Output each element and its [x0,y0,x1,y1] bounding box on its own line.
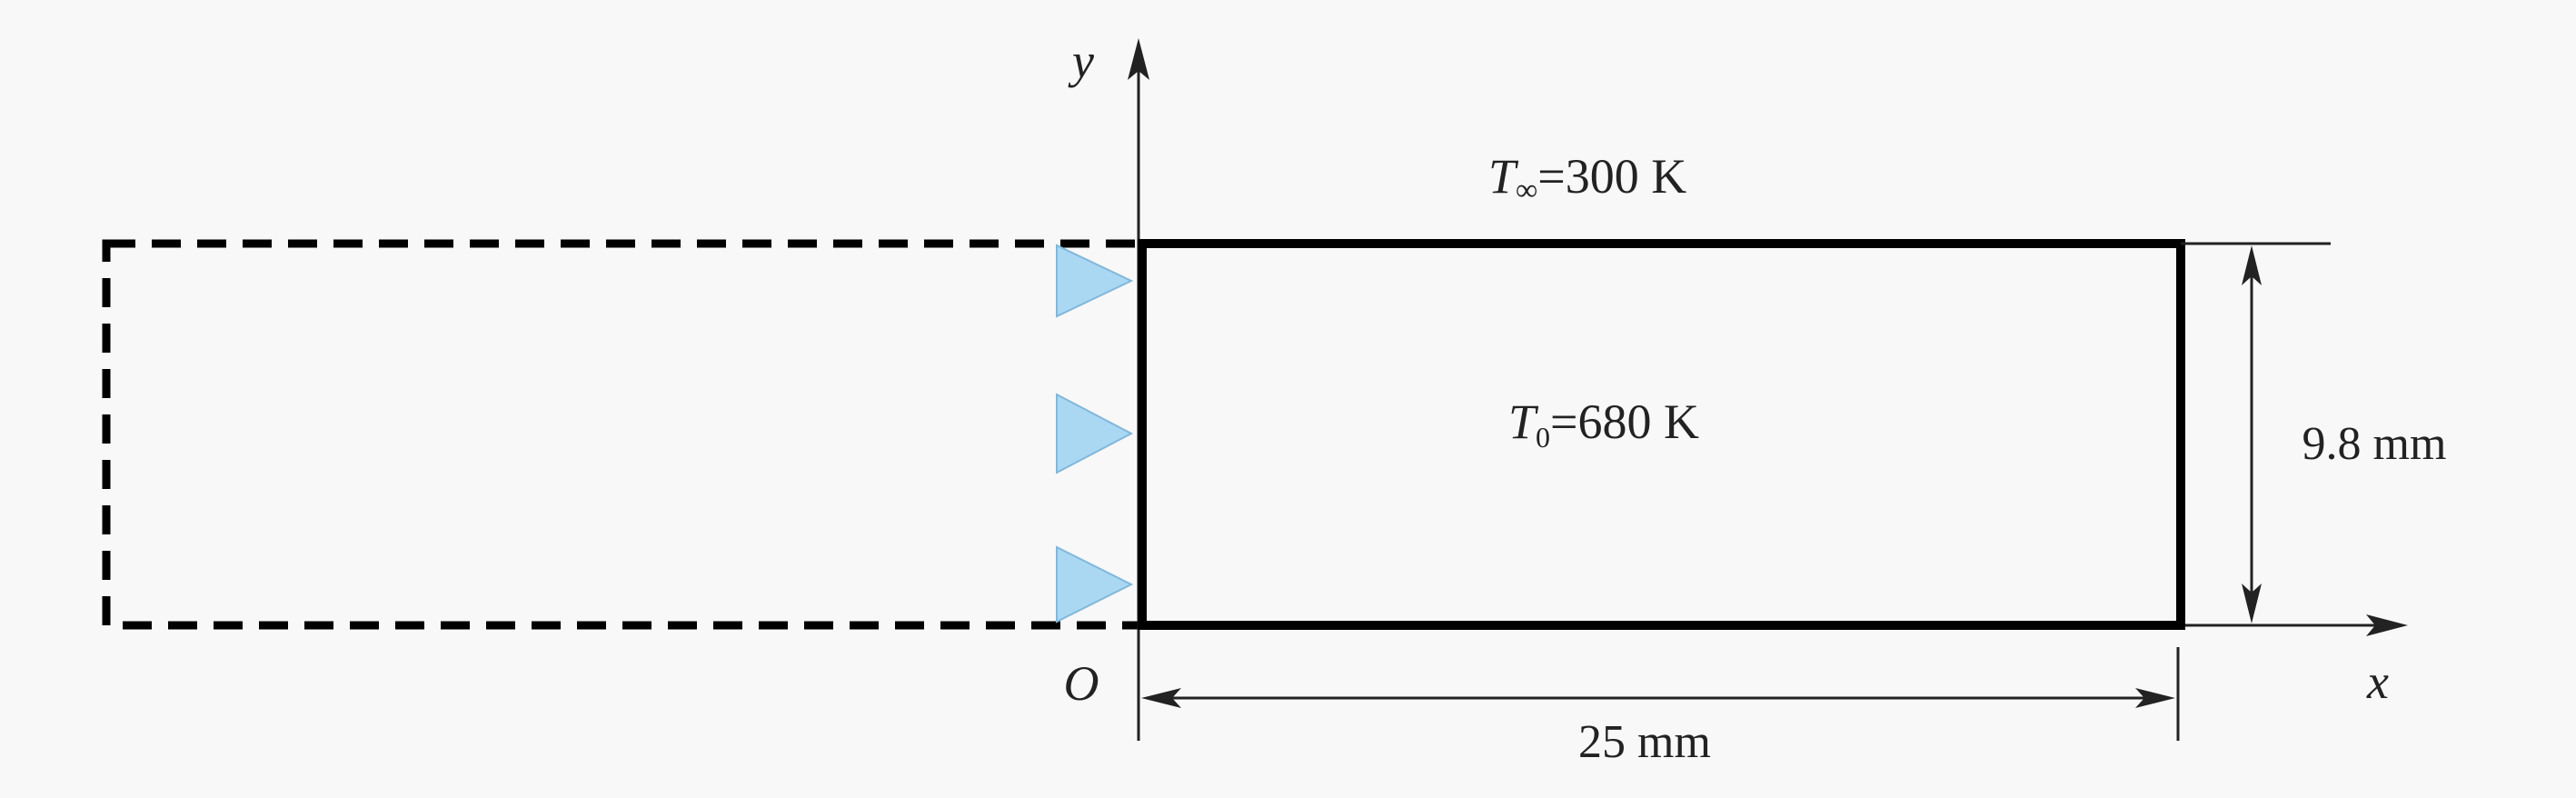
height-dimension-arrow-bottom [2242,584,2262,623]
y-axis-arrowhead [1128,38,1149,80]
initial-temperature-value: =680 K [1550,394,1699,449]
symmetry-support-triangle [1056,545,1134,623]
initial-temperature-label: T0=680 K [1508,394,1699,454]
initial-temperature-symbol: T [1508,394,1539,449]
ambient-temperature-subscript: ∞ [1516,174,1537,207]
initial-temperature-subscript: 0 [1536,421,1550,454]
width-dimension-arrow-left [1141,688,1181,708]
width-dimension-label: 25 mm [1578,716,1711,768]
symmetry-support-triangle [1056,244,1134,318]
x-axis-arrowhead [2366,614,2408,636]
solid-domain [1138,239,2185,630]
symmetry-support-triangle [1056,393,1134,474]
x-axis-label: x [2366,654,2389,709]
symmetry-supports [1056,244,1134,623]
height-dimension-label: 9.8 mm [2302,418,2447,470]
ambient-temperature-value: =300 K [1537,149,1686,204]
y-axis-label: y [1068,34,1094,88]
ambient-temperature-label: T∞=300 K [1488,149,1686,207]
width-dimension-arrow-right [2135,688,2175,708]
origin-label: O [1064,656,1099,711]
ambient-temperature-symbol: T [1488,149,1519,204]
height-dimension-arrow-top [2242,245,2262,285]
mirrored-domain-dashed [102,239,1147,630]
